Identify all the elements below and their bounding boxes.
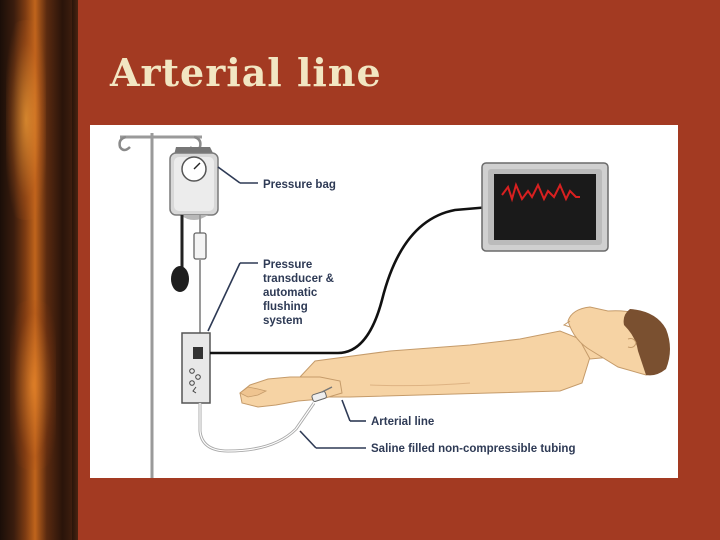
arterial-line-diagram: Pressure bag Pressure transducer & autom… xyxy=(90,125,678,478)
decorative-left-strip xyxy=(0,0,78,540)
patient-hair xyxy=(623,309,670,376)
label-transducer-4: flushing xyxy=(263,301,308,313)
decorative-glow xyxy=(6,20,46,220)
decorative-glow xyxy=(10,300,56,470)
label-pressure-bag: Pressure bag xyxy=(263,179,336,191)
pressure-bag xyxy=(169,147,219,220)
label-transducer-1: Pressure xyxy=(263,259,312,271)
patient xyxy=(239,306,670,408)
label-transducer-2: transducer & xyxy=(263,273,334,285)
transducer-mount xyxy=(181,332,211,404)
iv-pole xyxy=(118,133,202,478)
pressure-waveform xyxy=(501,182,580,203)
callout-lines xyxy=(207,166,366,449)
label-arterial-line: Arterial line xyxy=(371,416,434,428)
monitor xyxy=(481,162,609,252)
label-saline-tubing: Saline filled non-compressible tubing xyxy=(371,443,575,455)
label-transducer-5: system xyxy=(263,315,303,327)
drip-chamber xyxy=(193,215,207,333)
label-transducer-3: automatic xyxy=(263,287,318,299)
arterial-cannula xyxy=(311,386,333,402)
inflation-bulb xyxy=(171,215,189,292)
slide-title: Arterial line xyxy=(110,50,382,95)
diagram-svg: Pressure bag Pressure transducer & autom… xyxy=(118,133,670,478)
transducer-cable xyxy=(210,205,491,355)
decorative-edge xyxy=(72,0,78,540)
